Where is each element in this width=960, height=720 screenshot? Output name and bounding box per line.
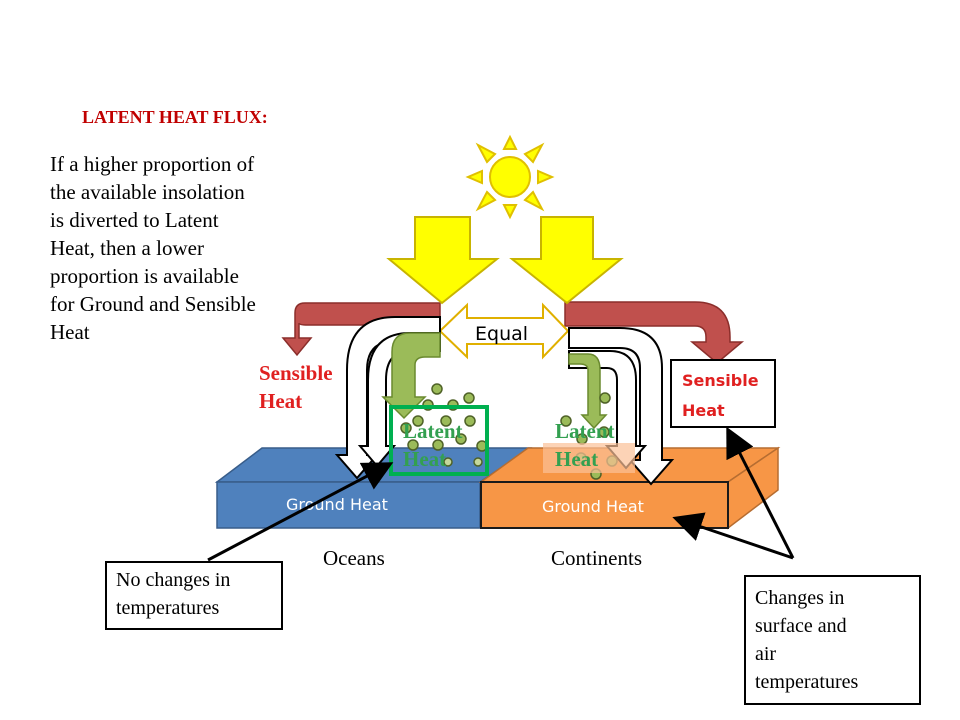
note-right-line: surface and — [755, 615, 847, 637]
equal-label: Equal — [475, 323, 528, 345]
description-line: proportion is available — [50, 264, 239, 288]
ocean-latent-label-line: Latent — [403, 419, 463, 443]
description-line: Heat, then a lower — [50, 236, 204, 260]
note-left-line: No changes in — [116, 569, 230, 591]
continent-latent-label-line: Latent — [555, 419, 615, 443]
note-left-box — [105, 561, 283, 630]
insolation-arrow-right — [509, 216, 624, 305]
ocean-ground-heat-label: Ground Heat — [286, 495, 388, 514]
continent-latent-label-line: Heat — [555, 447, 598, 471]
insolation-arrow-left — [386, 216, 500, 305]
continent-latent-shade — [543, 443, 635, 473]
sun-icon — [465, 134, 555, 220]
ocean-front-face — [216, 481, 481, 529]
continent-sensible-label-line: Heat — [682, 401, 725, 420]
note-right-line: Changes in — [755, 587, 844, 609]
ocean-latent-label-line: Heat — [403, 447, 446, 471]
continent-ground-heat-label: Ground Heat — [542, 497, 644, 516]
continent-sensible-box — [670, 359, 776, 428]
ocean-sensible-label-line: Heat — [259, 389, 302, 413]
oceans-label: Oceans — [323, 546, 385, 570]
ocean-sensible-label-line: Sensible — [259, 361, 333, 385]
sensible-arrow-right — [564, 301, 745, 364]
description-line: is diverted to Latent — [50, 208, 219, 232]
description-line: If a higher proportion of — [50, 152, 254, 176]
note-right: Changes in surface and air temperatures — [755, 587, 858, 693]
note-left-line: temperatures — [116, 597, 219, 619]
note-right-line: temperatures — [755, 671, 858, 693]
pointer-arrow-left — [207, 462, 394, 562]
description: If a higher proportion of the available … — [50, 152, 256, 344]
continent-sensible-label: Sensible Heat — [682, 371, 759, 420]
continent-latent-label: Latent Heat — [555, 419, 615, 471]
note-left: No changes in temperatures — [116, 569, 230, 619]
continent-sensible-label-line: Sensible — [682, 371, 759, 390]
pointer-arrow-right-to-sensible — [726, 426, 795, 559]
ocean-latent-highlight — [389, 405, 489, 476]
continents-label: Continents — [551, 546, 642, 570]
title: LATENT HEAT FLUX: — [82, 107, 268, 127]
pointer-arrow-right-to-ground — [672, 512, 794, 560]
note-right-box — [744, 575, 921, 705]
continent-front-face — [480, 481, 729, 529]
description-line: Heat — [50, 320, 90, 344]
description-line: for Ground and Sensible — [50, 292, 256, 316]
description-line: the available insolation — [50, 180, 245, 204]
ocean-sensible-label: Sensible Heat — [259, 361, 333, 413]
latent-arrow-right — [568, 353, 608, 430]
note-right-line: air — [755, 643, 776, 665]
ocean-latent-label: Latent Heat — [403, 419, 463, 471]
